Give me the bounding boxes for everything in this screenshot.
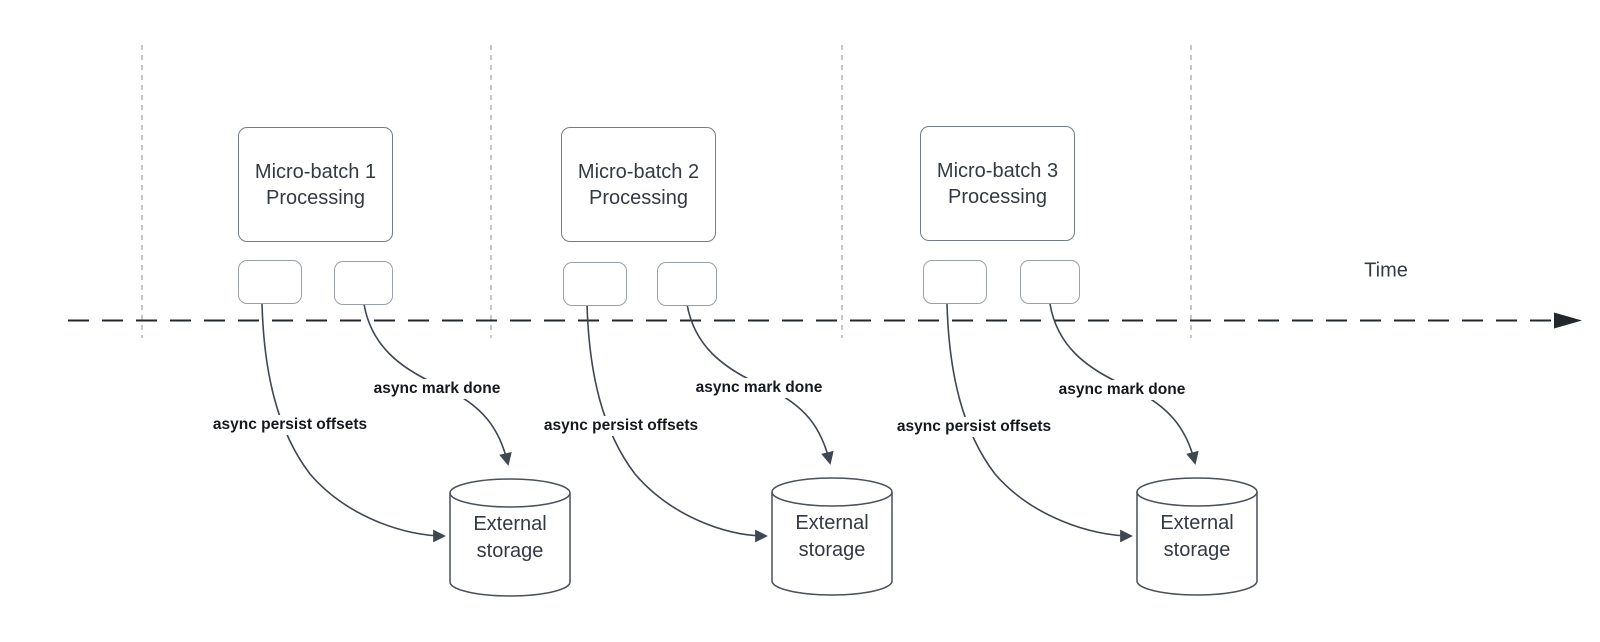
storage-label-line1: External — [473, 513, 547, 535]
external-storage-label: External storage — [772, 495, 892, 579]
external-storage-label: External storage — [450, 496, 570, 580]
section-micro-batch-3-lines — [946, 303, 1258, 596]
micro-batch-label-line1: Micro-batch 3 — [936, 159, 1059, 182]
time-axis-arrow-icon — [1554, 312, 1582, 329]
micro-batch-2-box: Micro-batch 2 Processing — [561, 127, 716, 242]
storage-label-line2: storage — [476, 540, 544, 562]
external-storage-cylinder — [1136, 477, 1258, 596]
micro-batch-label-line2: Processing — [589, 186, 688, 209]
persist-offsets-arrow — [261, 303, 446, 543]
small-task-box-right — [657, 262, 717, 306]
time-axis-label: Time — [1364, 259, 1408, 282]
async-persist-offsets-label: async persist offsets — [208, 415, 372, 435]
storage-label-line1: External — [795, 512, 869, 534]
micro-batch-label-line1: Micro-batch 1 — [254, 160, 377, 183]
storage-label-line2: storage — [1163, 539, 1231, 561]
external-storage-cylinder — [449, 478, 571, 597]
cylinder-rim — [1136, 491, 1258, 507]
external-storage-label: External storage — [1137, 495, 1257, 579]
micro-batch-label-line1: Micro-batch 2 — [577, 160, 700, 183]
async-persist-offsets-label: async persist offsets — [539, 416, 703, 436]
persist-offsets-arrow — [946, 303, 1133, 543]
persist-offsets-arrow — [586, 303, 768, 543]
async-mark-done-label: async mark done — [369, 379, 505, 399]
cylinder-rim — [449, 492, 571, 508]
async-mark-done-label: async mark done — [691, 378, 827, 398]
small-task-box-right — [1020, 260, 1080, 304]
storage-label-line2: storage — [798, 539, 866, 561]
small-task-box-right — [334, 261, 393, 305]
small-task-box-left — [923, 260, 987, 304]
async-persist-offsets-label: async persist offsets — [892, 417, 1056, 437]
external-storage-cylinder — [771, 477, 893, 596]
cylinder-rim — [771, 491, 893, 507]
small-task-box-left — [563, 262, 627, 306]
storage-label-line1: External — [1160, 512, 1234, 534]
micro-batch-3-box: Micro-batch 3 Processing — [920, 126, 1075, 241]
micro-batch-label-line2: Processing — [266, 186, 365, 209]
async-mark-done-label: async mark done — [1054, 380, 1190, 400]
micro-batch-1-box: Micro-batch 1 Processing — [238, 127, 393, 242]
small-task-box-left — [238, 260, 302, 304]
micro-batch-label-line2: Processing — [948, 185, 1047, 208]
